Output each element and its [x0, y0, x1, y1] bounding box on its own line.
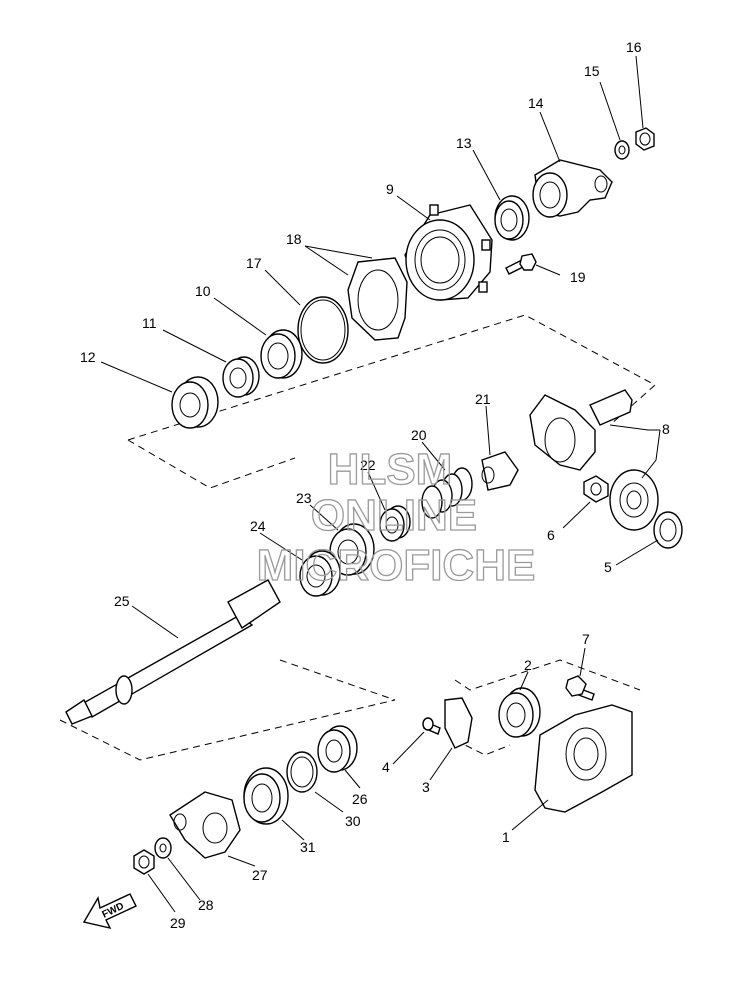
part-12-bearing[interactable] — [171, 376, 219, 429]
part-15-washer[interactable] — [614, 140, 630, 160]
label-17: 17 — [246, 255, 262, 271]
label-31: 31 — [300, 839, 316, 855]
part-14-yoke[interactable] — [532, 159, 613, 218]
part-28-washer[interactable] — [154, 837, 172, 859]
label-29: 29 — [170, 915, 186, 931]
label-13: 13 — [456, 135, 472, 151]
label-4: 4 — [382, 759, 390, 775]
part-3-plate[interactable] — [444, 697, 473, 749]
part-31-oil-seal[interactable] — [243, 767, 289, 825]
part-18-shim[interactable] — [347, 257, 408, 341]
label-28: 28 — [198, 897, 214, 913]
fwd-arrow: FWD — [82, 893, 137, 930]
part-24-bearing[interactable] — [299, 550, 341, 597]
fwd-arrow-label: FWD — [100, 901, 125, 921]
watermark-line-1: HLSM — [328, 445, 453, 494]
part-25-shaft[interactable] — [65, 579, 281, 725]
part-1-housing[interactable] — [534, 704, 633, 813]
part-19-bolt[interactable] — [505, 253, 537, 275]
part-26-bearing[interactable] — [317, 725, 358, 773]
part-4-screw[interactable] — [422, 717, 441, 735]
part-9-bearing-housing[interactable] — [404, 204, 493, 301]
part-5-washer[interactable] — [653, 511, 683, 549]
label-3: 3 — [422, 779, 430, 795]
label-1: 1 — [502, 829, 510, 845]
watermark: HLSM ONLINE MICROFICHE — [256, 444, 536, 590]
part-27-yoke[interactable] — [169, 791, 241, 859]
part-17-o-ring[interactable] — [297, 296, 349, 364]
label-24: 24 — [250, 518, 266, 534]
part-11-collar[interactable] — [222, 356, 260, 398]
part-13-oil-seal[interactable] — [494, 195, 530, 241]
part-10-bearing[interactable] — [260, 329, 303, 379]
watermark-line-2: ONLINE — [311, 491, 477, 540]
label-9: 9 — [386, 181, 394, 197]
label-5: 5 — [604, 559, 612, 575]
label-16: 16 — [626, 39, 642, 55]
callout-labels: 16 15 14 13 9 18 17 19 10 11 12 21 8 20 … — [80, 39, 670, 931]
label-20: 20 — [411, 427, 427, 443]
label-26: 26 — [352, 791, 368, 807]
assembly-boundaries — [59, 314, 656, 761]
label-7: 7 — [582, 631, 590, 647]
label-22: 22 — [360, 457, 376, 473]
label-11: 11 — [142, 315, 157, 331]
label-12: 12 — [80, 349, 96, 365]
part-30-shim[interactable] — [286, 751, 318, 793]
part-8-gear-set[interactable] — [529, 389, 659, 531]
leader-lines — [100, 55, 661, 913]
part-7-bolt[interactable] — [565, 675, 595, 701]
label-21: 21 — [475, 391, 491, 407]
label-30: 30 — [345, 813, 361, 829]
part-6-nut[interactable] — [583, 475, 609, 503]
label-2: 2 — [524, 657, 532, 673]
part-20-spring[interactable] — [421, 467, 473, 519]
part-23-bearing[interactable] — [329, 523, 375, 576]
label-14: 14 — [528, 95, 544, 111]
part-2-bearing[interactable] — [498, 687, 541, 738]
part-21-cam[interactable] — [481, 451, 519, 491]
label-15: 15 — [584, 63, 600, 79]
label-18: 18 — [286, 231, 302, 247]
label-8: 8 — [662, 421, 670, 437]
label-27: 27 — [252, 867, 268, 883]
label-19: 19 — [570, 269, 586, 285]
label-6: 6 — [547, 527, 555, 543]
label-25: 25 — [114, 593, 130, 609]
part-29-nut[interactable] — [133, 849, 155, 875]
part-22-collar[interactable] — [379, 505, 411, 542]
part-16-nut[interactable] — [635, 127, 655, 151]
label-10: 10 — [195, 283, 211, 299]
watermark-line-3: MICROFICHE — [257, 541, 536, 590]
label-23: 23 — [296, 490, 312, 506]
